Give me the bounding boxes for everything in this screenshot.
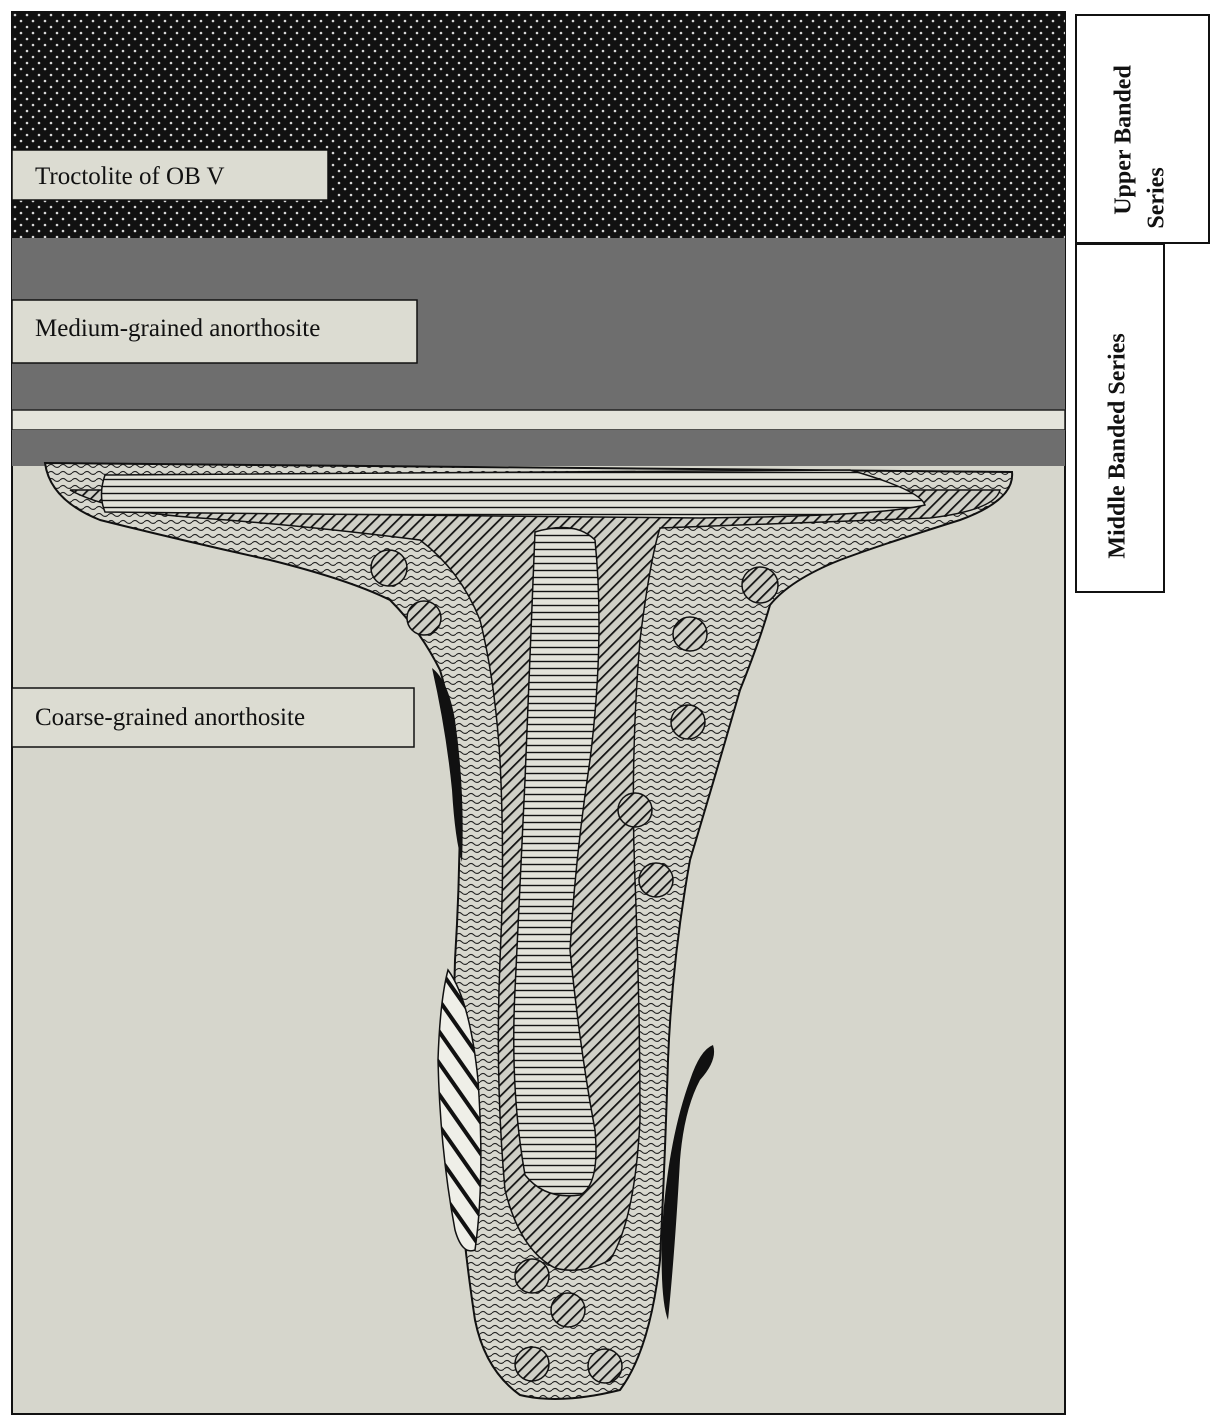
middle-series-label: Middle Banded Series <box>1105 333 1130 558</box>
troctolite-layer <box>12 12 1065 238</box>
coarse-label: Coarse-grained anorthosite <box>35 704 305 731</box>
troctolite-label: Troctolite of OB V <box>35 163 225 190</box>
upper-series-line2: Series <box>1144 167 1169 228</box>
lined-sill <box>102 470 926 518</box>
medium-layer-lower <box>12 430 1065 466</box>
medium-label: Medium-grained anorthosite <box>35 315 320 342</box>
white-band <box>12 410 1065 430</box>
upper-series-line1: Upper Banded <box>1111 65 1136 215</box>
